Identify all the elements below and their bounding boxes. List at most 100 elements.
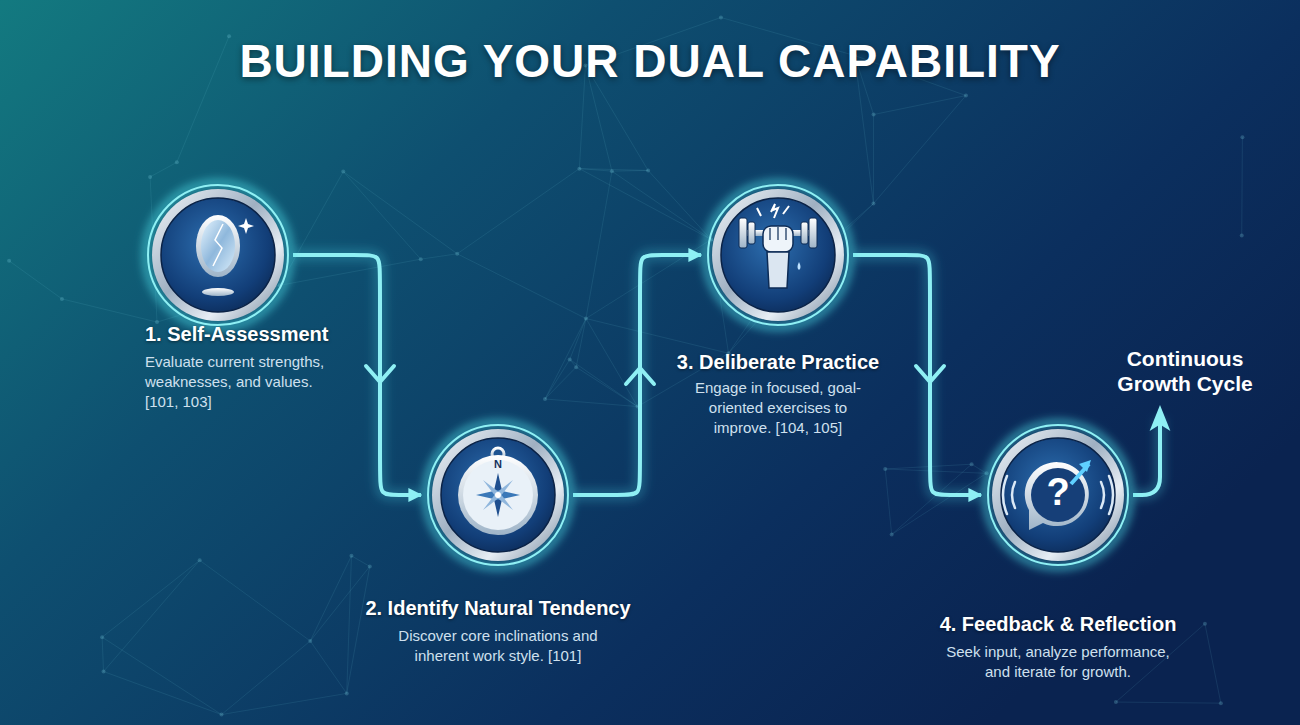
network-line <box>457 254 586 319</box>
network-line <box>579 169 648 171</box>
network-dot <box>102 670 106 674</box>
network-line <box>104 672 222 715</box>
step-heading: 4. Feedback & Reflection <box>898 612 1218 636</box>
network-line <box>1116 624 1205 702</box>
network-line <box>545 359 570 399</box>
network-line <box>9 261 62 299</box>
network-dot <box>198 558 202 562</box>
step-description: Evaluate current strengths, weaknesses, … <box>145 352 350 412</box>
network-line <box>421 254 457 259</box>
network-line <box>545 319 586 399</box>
network-dot <box>7 259 11 263</box>
network-line <box>586 171 612 318</box>
network-line <box>579 169 612 171</box>
network-dot <box>349 554 353 558</box>
network-dot <box>610 169 614 173</box>
step-description: Engage in focused, goal-oriented exercis… <box>683 378 873 438</box>
network-line <box>612 170 648 172</box>
growth-arrow-glow <box>1133 418 1160 495</box>
step-description: Seek input, analyze performance, and ite… <box>938 642 1178 682</box>
connector-glow <box>573 255 701 495</box>
network-decoration <box>7 15 1244 716</box>
network-line <box>310 641 346 693</box>
network-dot <box>60 297 64 301</box>
network-dot <box>574 365 578 369</box>
network-line <box>545 399 638 407</box>
network-dot <box>1219 701 1223 705</box>
connector-glow <box>853 255 981 495</box>
network-line <box>343 172 457 254</box>
step-circle <box>143 180 293 330</box>
direction-chevron <box>916 366 944 382</box>
cycle-label: Continuous Growth Cycle <box>1105 346 1265 396</box>
network-dot <box>345 691 349 695</box>
network-line <box>648 170 711 239</box>
flow-connector <box>853 255 981 495</box>
network-line <box>457 169 579 254</box>
network-dot <box>100 635 104 639</box>
mirror-icon <box>196 215 254 296</box>
network-line <box>222 641 311 715</box>
step-heading: 2. Identify Natural Tendency <box>328 596 668 620</box>
network-dot <box>227 34 231 38</box>
network-dot <box>1203 622 1207 626</box>
network-dot <box>970 462 974 466</box>
network-dot <box>719 15 723 19</box>
network-dot <box>175 160 179 164</box>
network-line <box>222 693 347 714</box>
network-dot <box>543 397 547 401</box>
network-dot <box>568 357 572 361</box>
network-line <box>1205 624 1221 703</box>
step-node: 3. Deliberate PracticeEngage in focused,… <box>703 180 853 330</box>
growth-arrow-line <box>1133 418 1160 495</box>
network-line <box>576 319 586 368</box>
growth-arrow <box>1133 418 1160 495</box>
network-dot <box>419 257 423 261</box>
direction-chevron <box>366 366 394 382</box>
dumbbell-icon <box>739 204 817 288</box>
network-line <box>972 464 987 473</box>
network-line <box>579 169 711 240</box>
network-dot <box>871 202 875 206</box>
network-line <box>104 560 200 671</box>
flow-connector <box>573 255 701 495</box>
compass-letter: N <box>488 458 508 471</box>
network-line <box>150 162 177 177</box>
network-line <box>310 556 351 641</box>
network-dot <box>368 564 372 568</box>
network-dot <box>872 113 876 117</box>
network-line <box>200 560 311 641</box>
network-dot <box>1240 234 1244 238</box>
network-line <box>177 36 229 162</box>
network-dot <box>455 252 459 256</box>
compass-icon <box>458 448 538 535</box>
step-heading: 3. Deliberate Practice <box>638 350 918 374</box>
network-line <box>885 469 891 535</box>
step-node: 1. Self-AssessmentEvaluate current stren… <box>143 180 293 330</box>
network-line <box>1116 702 1221 703</box>
network-dot <box>308 639 312 643</box>
network-line <box>102 560 200 637</box>
network-line <box>343 172 420 260</box>
network-line <box>873 115 874 204</box>
network-line <box>62 299 157 322</box>
network-line <box>351 556 369 567</box>
question-mark: ? <box>1033 470 1083 516</box>
question-icon <box>1003 460 1113 530</box>
network-line <box>102 637 103 671</box>
network-line <box>280 259 421 285</box>
network-dot <box>220 713 224 717</box>
network-line <box>102 637 221 714</box>
step-heading: 1. Self-Assessment <box>145 322 445 346</box>
direction-chevron <box>626 368 654 384</box>
network-dot <box>148 175 152 179</box>
network-dot <box>890 532 894 536</box>
network-line <box>1241 137 1243 235</box>
network-line <box>310 566 370 641</box>
step-description: Discover core inclinations and inherent … <box>393 626 603 666</box>
network-line <box>570 319 586 360</box>
network-dot <box>584 317 588 321</box>
